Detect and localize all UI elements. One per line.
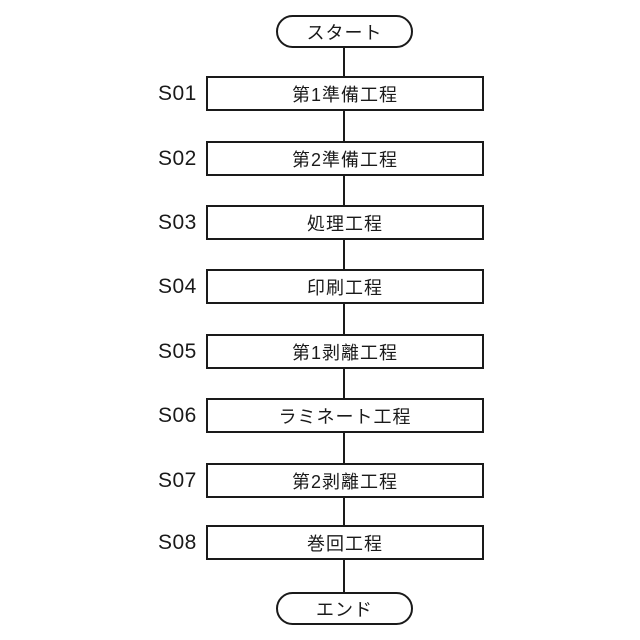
end-terminal: エンド	[276, 592, 413, 625]
step-id-label: S06	[158, 404, 197, 427]
flow-step-s01: S01 第1準備工程	[0, 76, 640, 112]
process-box: 処理工程	[206, 205, 484, 240]
flow-step-s04: S04 印刷工程	[0, 269, 640, 305]
vertical-connector-line	[343, 47, 345, 594]
step-id-label: S05	[158, 340, 197, 363]
step-id-label: S02	[158, 147, 197, 170]
flow-step-s06: S06 ラミネート工程	[0, 398, 640, 434]
process-box: 巻回工程	[206, 525, 484, 560]
flow-step-s03: S03 処理工程	[0, 205, 640, 241]
process-box: 第2剥離工程	[206, 463, 484, 498]
flow-step-s07: S07 第2剥離工程	[0, 463, 640, 499]
process-box: 第2準備工程	[206, 141, 484, 176]
step-id-label: S04	[158, 275, 197, 298]
step-id-label: S07	[158, 469, 197, 492]
flow-step-s08: S08 巻回工程	[0, 525, 640, 561]
flow-step-s02: S02 第2準備工程	[0, 141, 640, 177]
process-box: 印刷工程	[206, 269, 484, 304]
step-id-label: S03	[158, 211, 197, 234]
process-box: 第1準備工程	[206, 76, 484, 111]
flow-step-s05: S05 第1剥離工程	[0, 334, 640, 370]
start-terminal: スタート	[276, 15, 413, 48]
process-box: 第1剥離工程	[206, 334, 484, 369]
step-id-label: S01	[158, 82, 197, 105]
process-box: ラミネート工程	[206, 398, 484, 433]
step-id-label: S08	[158, 531, 197, 554]
